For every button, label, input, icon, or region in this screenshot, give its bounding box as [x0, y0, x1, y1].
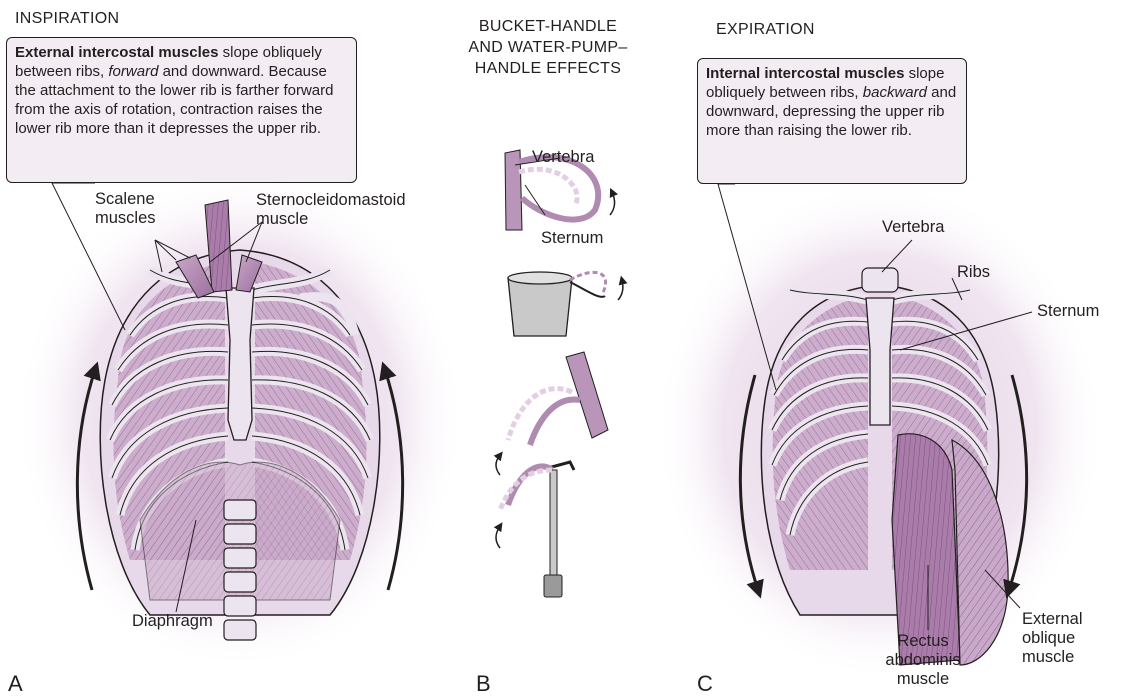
- effects-header: BUCKET-HANDLE AND WATER-PUMP– HANDLE EFF…: [458, 16, 638, 79]
- sternum-label-b: Sternum: [541, 229, 603, 248]
- sternum-label-c: Sternum: [1037, 302, 1099, 321]
- expiration-header: EXPIRATION: [716, 21, 815, 39]
- external-oblique-label: External oblique muscle: [1022, 610, 1083, 667]
- sternocleidomastoid-label: Sternocleidomastoid muscle: [256, 191, 406, 229]
- oblique-line-1: External: [1022, 610, 1083, 629]
- callout-a-bold: External intercostal muscles: [15, 44, 218, 61]
- rectus-line-3: muscle: [868, 670, 978, 689]
- effects-header-line-3: HANDLE EFFECTS: [458, 58, 638, 79]
- callout-c-bold: Internal intercostal muscles: [706, 65, 904, 82]
- callout-a-italic: forward: [108, 63, 158, 80]
- effects-header-line-2: AND WATER-PUMP–: [458, 37, 638, 58]
- pump-handle-rib-icon: [496, 352, 608, 475]
- scalene-line-2: muscles: [95, 209, 156, 228]
- oblique-line-2: oblique: [1022, 629, 1083, 648]
- expiration-rib-cage: [655, 180, 1105, 680]
- rectus-abdominis-label: Rectus abdominis muscle: [868, 632, 978, 689]
- rectus-line-2: abdominis: [868, 651, 978, 670]
- scalene-line-1: Scalene: [95, 190, 156, 209]
- scalene-muscles-label: Scalene muscles: [95, 190, 156, 228]
- inspiration-header: INSPIRATION: [15, 10, 119, 28]
- rectus-line-1: Rectus: [868, 632, 978, 651]
- ribs-label: Ribs: [957, 263, 990, 282]
- vertebra-label-c: Vertebra: [882, 218, 944, 237]
- water-pump-icon: [496, 462, 574, 597]
- callout-c-italic: backward: [863, 84, 927, 101]
- oblique-line-3: muscle: [1022, 648, 1083, 667]
- bucket-icon: [508, 272, 623, 336]
- panel-letter-a: A: [8, 671, 23, 697]
- internal-intercostal-callout: Internal intercostal muscles slope obliq…: [697, 58, 967, 184]
- inspiration-rib-cage: [15, 170, 465, 670]
- vertebra-label-b: Vertebra: [532, 148, 594, 167]
- panel-letter-c: C: [697, 671, 713, 697]
- effects-header-line-1: BUCKET-HANDLE: [458, 16, 638, 37]
- scm-line-1: Sternocleidomastoid: [256, 191, 406, 210]
- panel-letter-b: B: [476, 671, 491, 697]
- scm-line-2: muscle: [256, 210, 406, 229]
- diaphragm-label: Diaphragm: [132, 612, 213, 631]
- external-intercostal-callout: External intercostal muscles slope obliq…: [6, 37, 357, 183]
